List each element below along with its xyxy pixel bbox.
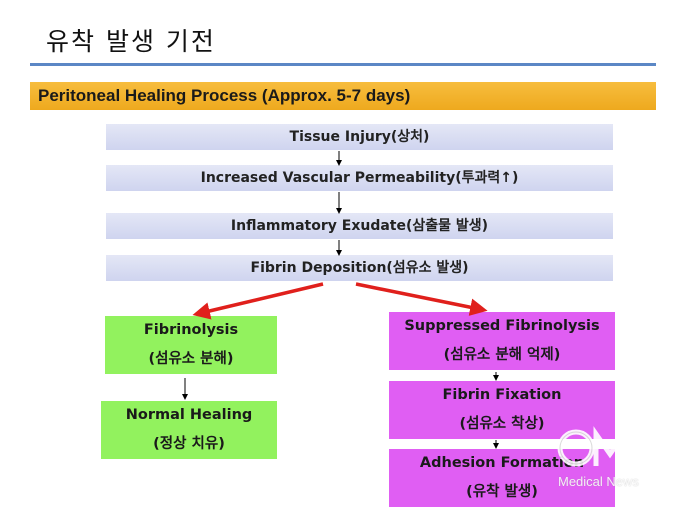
suppressed-fibrinolysis-box: Suppressed Fibrinolysis (섬유소 분해 억제) bbox=[389, 312, 615, 370]
emd-logo-icon bbox=[557, 423, 656, 469]
flow-step-vascular-permeability: Increased Vascular Permeability(투과력↑) bbox=[106, 165, 613, 191]
flow-step-tissue-injury: Tissue Injury(상처) bbox=[106, 124, 613, 150]
normal-healing-label-ko: (정상 치유) bbox=[153, 436, 225, 452]
suppressed-fibrinolysis-label-ko: (섬유소 분해 억제) bbox=[443, 347, 561, 363]
fibrin-fixation-label-ko: (섬유소 착상) bbox=[459, 416, 545, 432]
page-title: 유착 발생 기전 bbox=[46, 27, 216, 56]
flow-step-fibrin-deposition: Fibrin Deposition(섬유소 발생) bbox=[106, 255, 613, 281]
suppressed-fibrinolysis-label: Suppressed Fibrinolysis bbox=[404, 318, 600, 334]
adhesion-formation-label-ko: (유착 발생) bbox=[466, 484, 538, 500]
fibrinolysis-box: Fibrinolysis (섬유소 분해) bbox=[105, 316, 277, 374]
flow-step-inflammatory-exudate: Inflammatory Exudate(삼출물 발생) bbox=[106, 213, 613, 239]
fibrin-fixation-box: Fibrin Fixation (섬유소 착상) bbox=[389, 381, 615, 439]
fibrin-fixation-label: Fibrin Fixation bbox=[442, 387, 562, 403]
watermark-caption: Medical News bbox=[558, 474, 639, 489]
adhesion-formation-label: Adhesion Formation bbox=[419, 455, 585, 471]
watermark-logo: Medical News bbox=[552, 418, 662, 494]
arrow-deposition-to-fibrinolysis bbox=[192, 282, 324, 320]
section-banner: Peritoneal Healing Process (Approx. 5-7 … bbox=[30, 82, 656, 110]
normal-healing-box: Normal Healing (정상 치유) bbox=[101, 401, 277, 459]
arrow-deposition-to-suppressed bbox=[355, 282, 488, 316]
normal-healing-label: Normal Healing bbox=[125, 407, 253, 423]
adhesion-formation-box: Adhesion Formation (유착 발생) bbox=[389, 449, 615, 507]
fibrinolysis-label-ko: (섬유소 분해) bbox=[148, 351, 234, 367]
fibrinolysis-label: Fibrinolysis bbox=[143, 322, 239, 338]
title-divider bbox=[30, 63, 656, 66]
